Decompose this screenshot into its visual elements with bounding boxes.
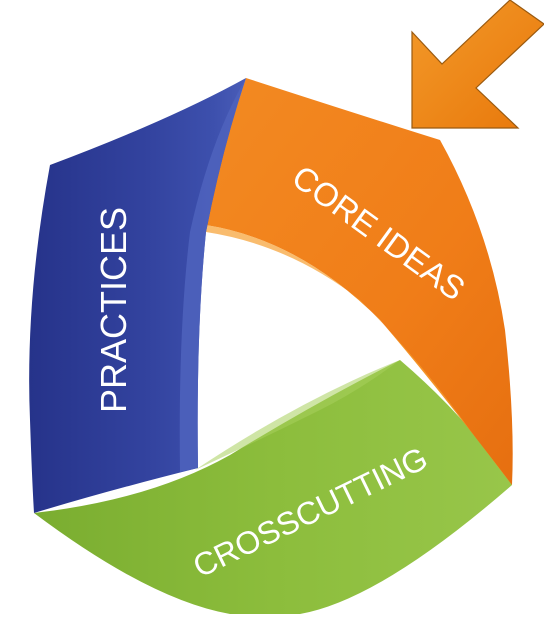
practices-segment <box>29 78 246 513</box>
practices-label: PRACTICES <box>93 207 134 413</box>
crosscutting-segment <box>34 360 512 614</box>
core-ideas-segment <box>206 78 513 485</box>
arrow-down-left-icon <box>411 0 544 129</box>
